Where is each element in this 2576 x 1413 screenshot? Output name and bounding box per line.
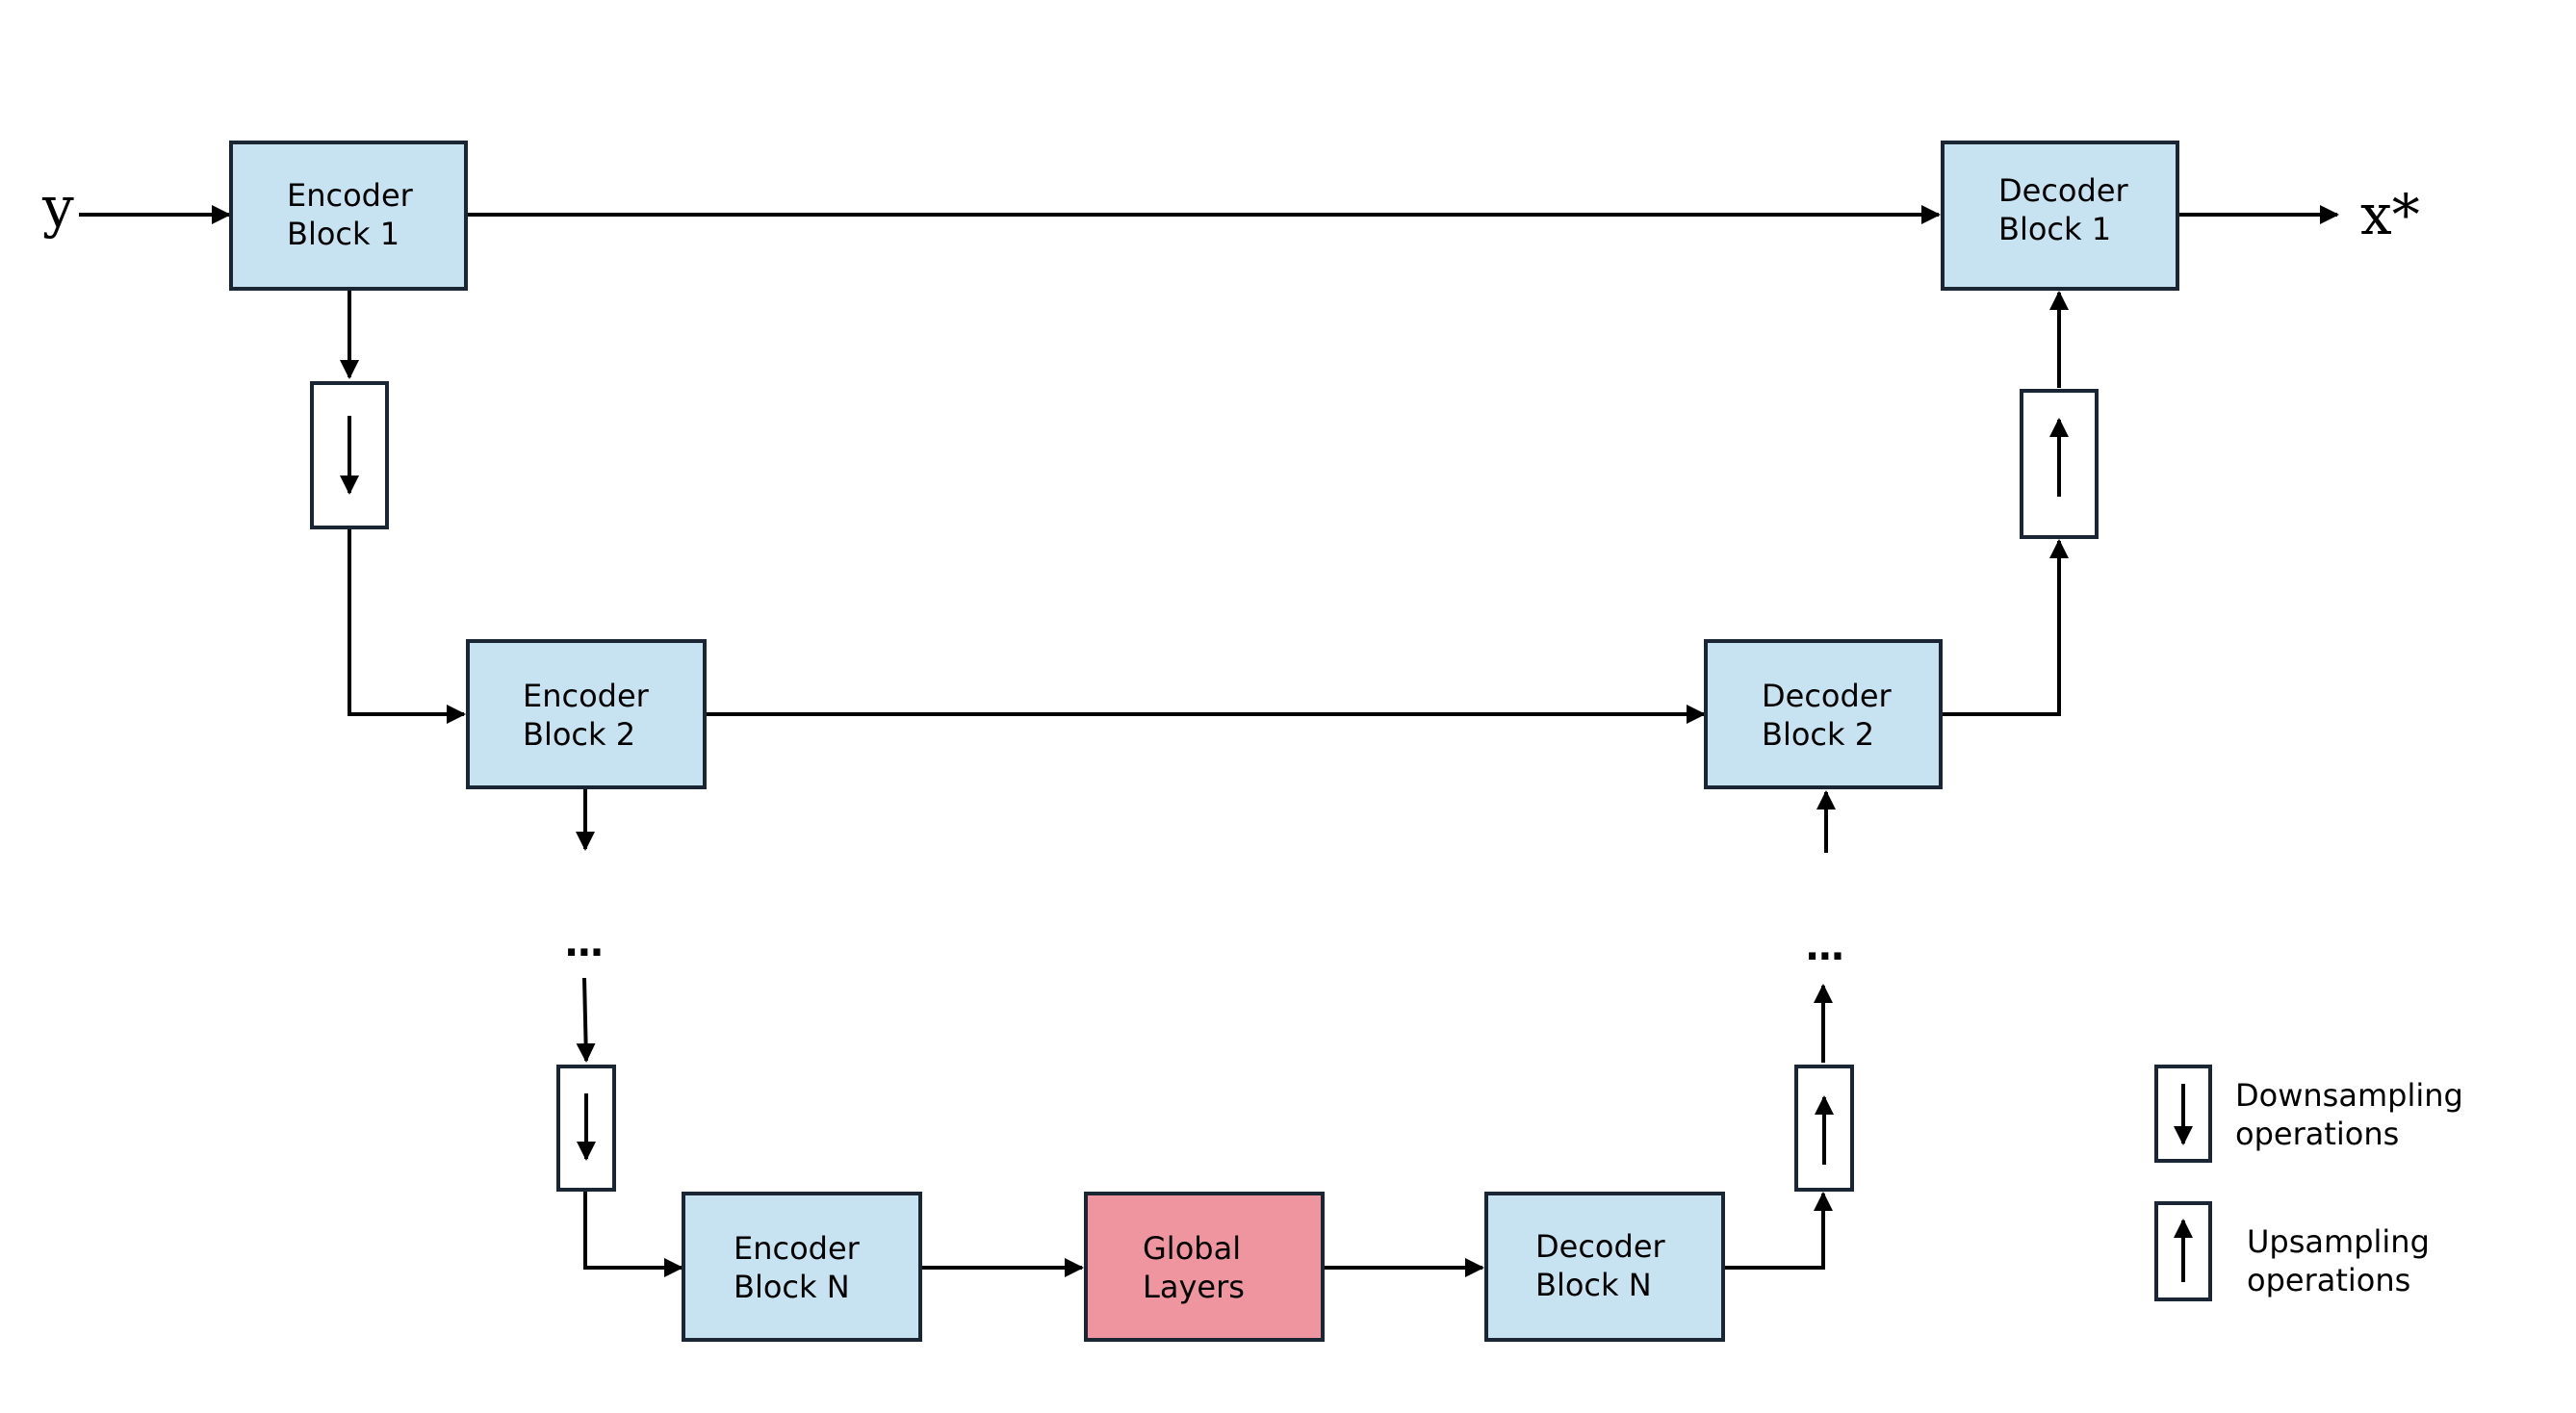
decoder-block-1 [1941,141,2179,291]
decoder-block-1-line1: Decoder [1998,172,2128,209]
encoder-block-1 [229,141,468,291]
encoder-block-2-line1: Encoder [523,678,649,714]
decoder-block-n-line1: Decoder [1535,1228,1665,1265]
ellipsis-left: ... [564,921,605,965]
global-layers-block [1084,1192,1325,1342]
global-layers-line2: Layers [1143,1269,1245,1305]
encoder-block-2-line2: Block 2 [523,716,636,753]
arrow-decoderN-to-upN [1723,1192,1833,1270]
downsample-box-1 [310,381,389,529]
legend-upsample-line2: operations [2247,1262,2411,1298]
decoder-block-2-line2: Block 2 [1762,716,1875,753]
decoder-block-1-line2: Block 1 [1998,211,2112,247]
decoder-block-n-line2: Block N [1535,1267,1652,1303]
decoder-block-2-line1: Decoder [1762,678,1892,714]
decoder-block-2 [1704,639,1943,789]
legend-downsample-line2: operations [2235,1116,2400,1152]
global-layers-line1: Global [1143,1230,1242,1267]
encoder-block-n-line1: Encoder [734,1230,860,1267]
encoder-block-n [682,1192,922,1342]
encoder-block-n-line2: Block N [734,1269,850,1305]
decoder-block-n [1484,1192,1725,1342]
ellipsis-right: ... [1805,925,1845,969]
input-label-y: y [42,174,74,240]
arrow-ellipsis-to-downN [576,977,596,1063]
encoder-block-1-line2: Block 1 [287,216,400,252]
arrow-downN-to-encoderN [583,1190,683,1277]
legend-upsample-line1: Upsampling [2247,1223,2430,1260]
arrow-down-to-encoder2 [348,527,466,724]
encoder-block-1-line1: Encoder [287,177,413,214]
output-label-x-star: x* [2360,182,2420,247]
legend-downsample-line1: Downsampling [2235,1077,2463,1114]
arrow-decoder2-to-up [1941,539,2069,716]
encoder-block-2 [466,639,707,789]
